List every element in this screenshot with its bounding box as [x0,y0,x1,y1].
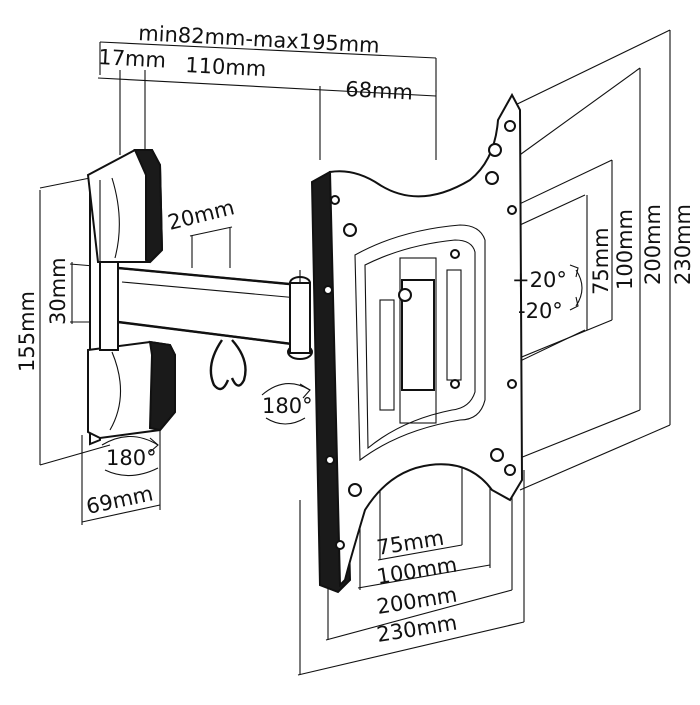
label-17mm: 17mm [98,45,167,73]
label-110mm: 110mm [185,53,267,81]
rotation-arrows [101,264,583,477]
label-tilt-up: +20° [512,268,567,292]
label-20mm: 20mm [165,195,236,235]
label-30mm: 30mm [46,257,70,325]
label-68mm: 68mm [345,77,414,105]
label-rot-arm: 180° [262,394,313,418]
label-v200: 200mm [641,204,665,285]
label-min-max: min82mm-max195mm [138,21,380,58]
vesa-plate [310,92,524,594]
dimension-lines [39,29,671,676]
label-v75: 75mm [589,227,613,295]
label-v230: 230mm [671,204,695,285]
label-v100: 100mm [613,209,637,290]
label-rot-wall: 180° [106,446,157,470]
swing-arm [117,266,313,391]
label-155mm: 155mm [15,291,39,372]
label-tilt-down: -20° [518,299,563,323]
wall-plate [86,149,176,446]
